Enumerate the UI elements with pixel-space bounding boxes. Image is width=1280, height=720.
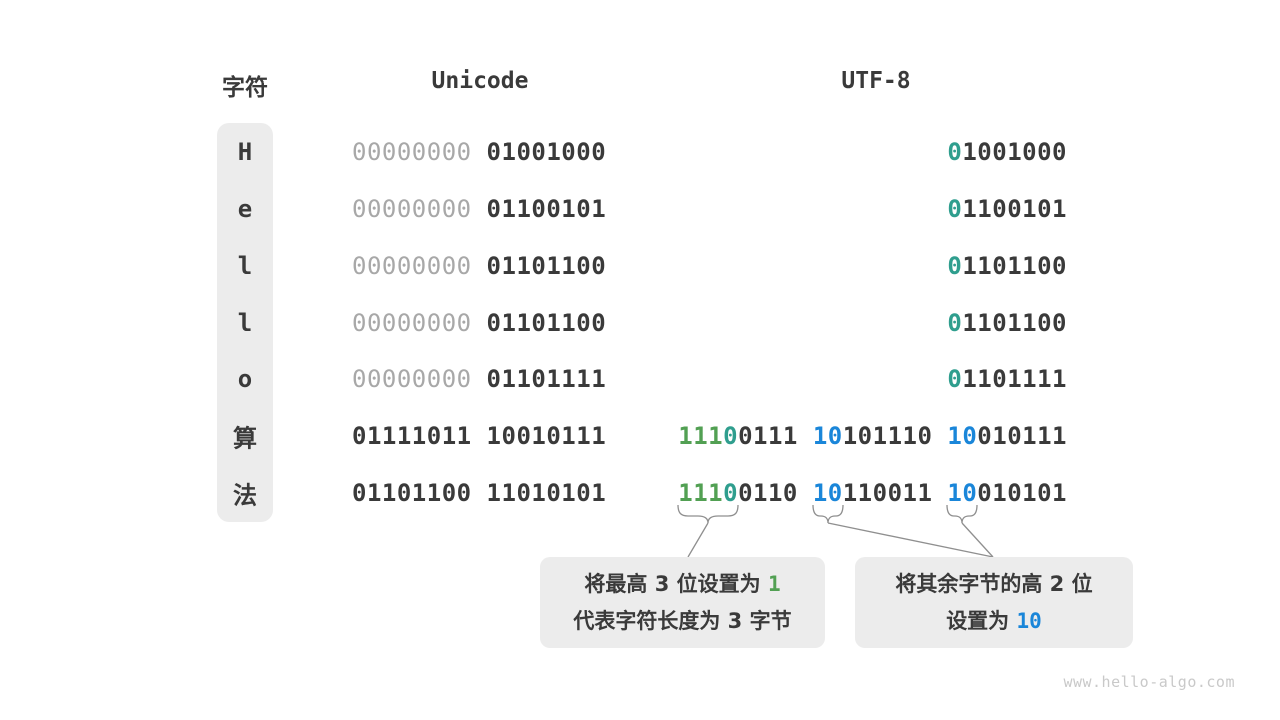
binary-segment: 01111011 10010111	[352, 421, 607, 450]
character-label: 算	[233, 424, 257, 452]
binary-segment: 01101100	[486, 251, 607, 280]
binary-segment: 10	[947, 421, 978, 450]
utf8-binary: 11100110 10110011 10010101	[678, 479, 1067, 507]
column-header-utf8: UTF-8	[841, 68, 911, 94]
binary-segment: 1	[767, 571, 781, 596]
unicode-binary: 00000000 01101100	[352, 309, 606, 337]
binary-segment: 10	[812, 478, 843, 507]
character-label: o	[237, 364, 253, 393]
callout-leading-byte: 将最高 3 位设置为 1 代表字符长度为 3 字节	[540, 557, 825, 648]
watermark: www.hello-algo.com	[1063, 673, 1235, 691]
binary-segment: 1100101	[962, 194, 1067, 223]
binary-segment: 1101100	[962, 251, 1067, 280]
binary-segment: 01101111	[486, 364, 607, 393]
callout-text-line: 设置为 10	[946, 603, 1042, 640]
binary-segment: 将最高 3 位设置为	[584, 571, 768, 596]
binary-segment: 110011	[842, 478, 948, 507]
binary-segment: 代表字符长度为 3 字节	[573, 608, 792, 633]
binary-segment: 010101	[977, 478, 1067, 507]
binary-segment: 1101111	[962, 364, 1067, 393]
unicode-binary: 01111011 10010111	[352, 422, 606, 450]
character-label: H	[237, 137, 253, 166]
binary-segment: 10	[947, 478, 978, 507]
binary-segment: 00000000	[352, 194, 487, 223]
binary-segment: 01101100 11010101	[352, 478, 607, 507]
column-header-character: 字符	[222, 75, 268, 101]
binary-segment: 1001000	[962, 137, 1067, 166]
binary-segment: 设置为	[946, 608, 1017, 633]
unicode-binary: 00000000 01101111	[352, 365, 606, 393]
binary-segment: 0	[947, 308, 963, 337]
utf8-binary: 01101100	[947, 309, 1067, 337]
binary-segment: 0	[947, 251, 963, 280]
binary-segment: 10	[812, 421, 843, 450]
unicode-binary: 00000000 01101100	[352, 252, 606, 280]
binary-segment: 1101100	[962, 308, 1067, 337]
binary-segment: 101110	[842, 421, 948, 450]
connector-line	[687, 522, 709, 558]
connector-line	[827, 522, 994, 558]
binary-segment: 0	[947, 364, 963, 393]
utf8-binary: 01101111	[947, 365, 1067, 393]
binary-segment: 00000000	[352, 137, 487, 166]
character-label: l	[237, 308, 253, 337]
binary-segment: 0111	[738, 421, 813, 450]
character-label: e	[237, 194, 253, 223]
binary-segment: 00000000	[352, 364, 487, 393]
binary-segment: 01100101	[486, 194, 607, 223]
connector-line	[961, 522, 994, 558]
callout-text-line: 将最高 3 位设置为 1	[584, 566, 780, 603]
column-header-unicode: Unicode	[431, 68, 529, 94]
character-column-background	[217, 123, 273, 522]
binary-segment: 010111	[977, 421, 1067, 450]
unicode-binary: 00000000 01001000	[352, 138, 606, 166]
binary-segment: 111	[678, 421, 724, 450]
binary-segment: 00000000	[352, 251, 487, 280]
binary-segment: 00000000	[352, 308, 487, 337]
binary-segment: 10	[1016, 608, 1042, 633]
utf8-binary: 01100101	[947, 195, 1067, 223]
binary-segment: 01001000	[486, 137, 607, 166]
unicode-binary: 00000000 01100101	[352, 195, 606, 223]
callout-text-line: 将其余字节的高 2 位	[895, 566, 1092, 603]
callout-text-line: 代表字符长度为 3 字节	[573, 603, 791, 640]
binary-segment: 0	[947, 194, 963, 223]
utf8-binary: 01101100	[947, 252, 1067, 280]
utf8-binary: 11100111 10101110 10010111	[678, 422, 1067, 450]
binary-segment: 0	[723, 421, 739, 450]
binary-segment: 将其余字节的高 2 位	[895, 571, 1093, 596]
binary-segment: 01101100	[486, 308, 607, 337]
unicode-binary: 01101100 11010101	[352, 479, 606, 507]
character-label: l	[237, 251, 253, 280]
binary-segment: 0110	[738, 478, 813, 507]
character-label: 法	[233, 481, 257, 509]
binary-segment: 111	[678, 478, 724, 507]
callout-continuation-byte: 将其余字节的高 2 位设置为 10	[855, 557, 1133, 648]
utf8-binary: 01001000	[947, 138, 1067, 166]
binary-segment: 0	[947, 137, 963, 166]
binary-segment: 0	[723, 478, 739, 507]
